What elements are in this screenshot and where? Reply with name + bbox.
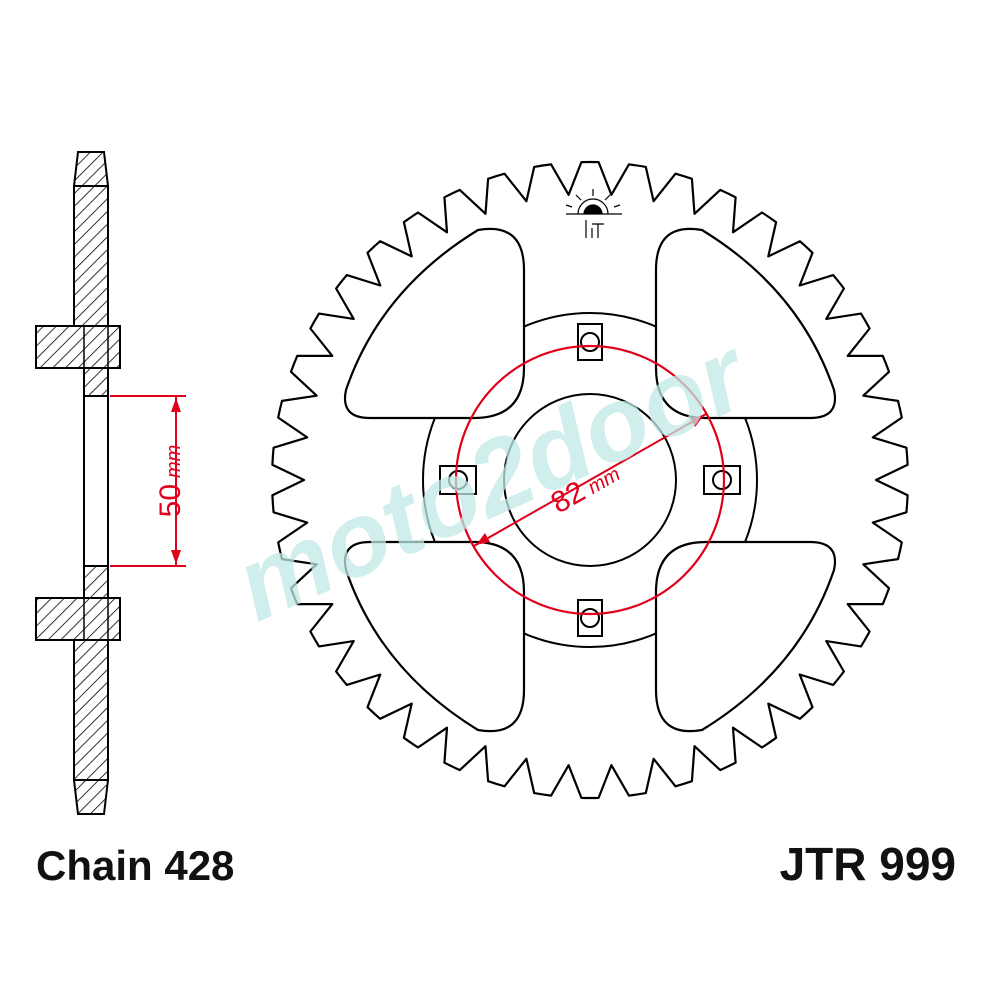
- cutout-bottom-right: [654, 540, 837, 733]
- upper-inner-plate: [83, 367, 109, 397]
- pcd-dimension: [473, 413, 707, 547]
- cutout-bottom-left: [343, 540, 526, 733]
- upper-plate: [73, 185, 109, 327]
- bolt-hole-top: [577, 323, 603, 361]
- hub-depth-dimension: [110, 395, 186, 567]
- chain-label: Chain 428: [36, 842, 234, 889]
- lower-inner-plate: [83, 565, 109, 599]
- side-profile-view: [35, 151, 121, 815]
- hub-depth-label: 50mm: [154, 445, 187, 518]
- lightening-cutouts: [343, 227, 837, 733]
- part-number-label: JTR 999: [780, 838, 956, 890]
- pcd-circle: [454, 344, 726, 616]
- cutout-top-right: [654, 227, 837, 420]
- lower-tooth-tip: [72, 779, 110, 815]
- bolt-hole-bottom: [577, 599, 603, 637]
- lower-plate: [73, 639, 109, 781]
- jt-sun-logo-icon: [565, 189, 622, 238]
- hub-ring: [422, 312, 758, 648]
- upper-tooth-tip: [72, 151, 110, 187]
- bolt-hole-left: [439, 465, 477, 495]
- bolt-hole-right: [703, 465, 741, 495]
- bore-gap: [83, 395, 109, 567]
- upper-hub-block: [35, 325, 121, 369]
- hub-detail-lines: [83, 326, 109, 640]
- cutout-top-left: [343, 227, 526, 420]
